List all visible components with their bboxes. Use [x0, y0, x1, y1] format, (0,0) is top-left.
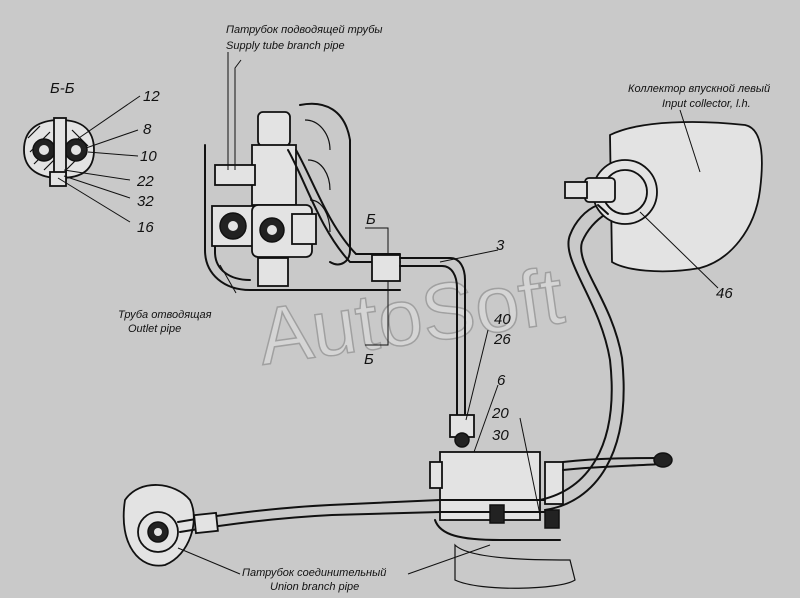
main-unit: [429, 451, 673, 589]
callout-32: 32: [137, 193, 154, 210]
callout-30: 30: [492, 427, 509, 444]
engine-valve-block: [204, 102, 401, 291]
caption-collector-ru: Коллектор впускной левый: [628, 83, 770, 95]
caption-supply-en: Supply tube branch pipe: [226, 40, 345, 52]
callout-20: 20: [491, 405, 509, 422]
collector-pipe: [539, 204, 625, 511]
section-mark-top: Б: [366, 211, 376, 228]
input-collector: [564, 121, 763, 273]
callout-40: 40: [494, 311, 511, 328]
callout-6: 6: [497, 372, 506, 389]
section-title: Б-Б: [50, 80, 75, 97]
caption-collector-en: Input collector, l.h.: [662, 98, 751, 110]
callout-16: 16: [137, 219, 154, 236]
callout-3: 3: [496, 237, 505, 254]
caption-union-ru: Патрубок соединительный: [242, 567, 386, 579]
caption-outlet-ru: Труба отводящая: [118, 309, 212, 321]
leader-lines: [57, 52, 719, 575]
caption-union-en: Union branch pipe: [270, 581, 359, 593]
caption-supply-ru: Патрубок подводящей трубы: [226, 24, 382, 36]
section-detail: [23, 117, 95, 187]
watermark: AutoSoft: [253, 251, 569, 382]
section-mark-bottom: Б: [364, 351, 374, 368]
callout-10: 10: [140, 148, 157, 165]
callout-26: 26: [493, 331, 511, 348]
callout-8: 8: [143, 121, 152, 138]
callout-12: 12: [143, 88, 160, 105]
section-cut-mark: [365, 227, 401, 346]
caption-outlet-en: Outlet pipe: [128, 323, 181, 335]
middle-tube: [399, 257, 475, 448]
callout-46: 46: [716, 285, 733, 302]
callout-22: 22: [136, 173, 154, 190]
union-branch-pipe: [122, 484, 441, 567]
